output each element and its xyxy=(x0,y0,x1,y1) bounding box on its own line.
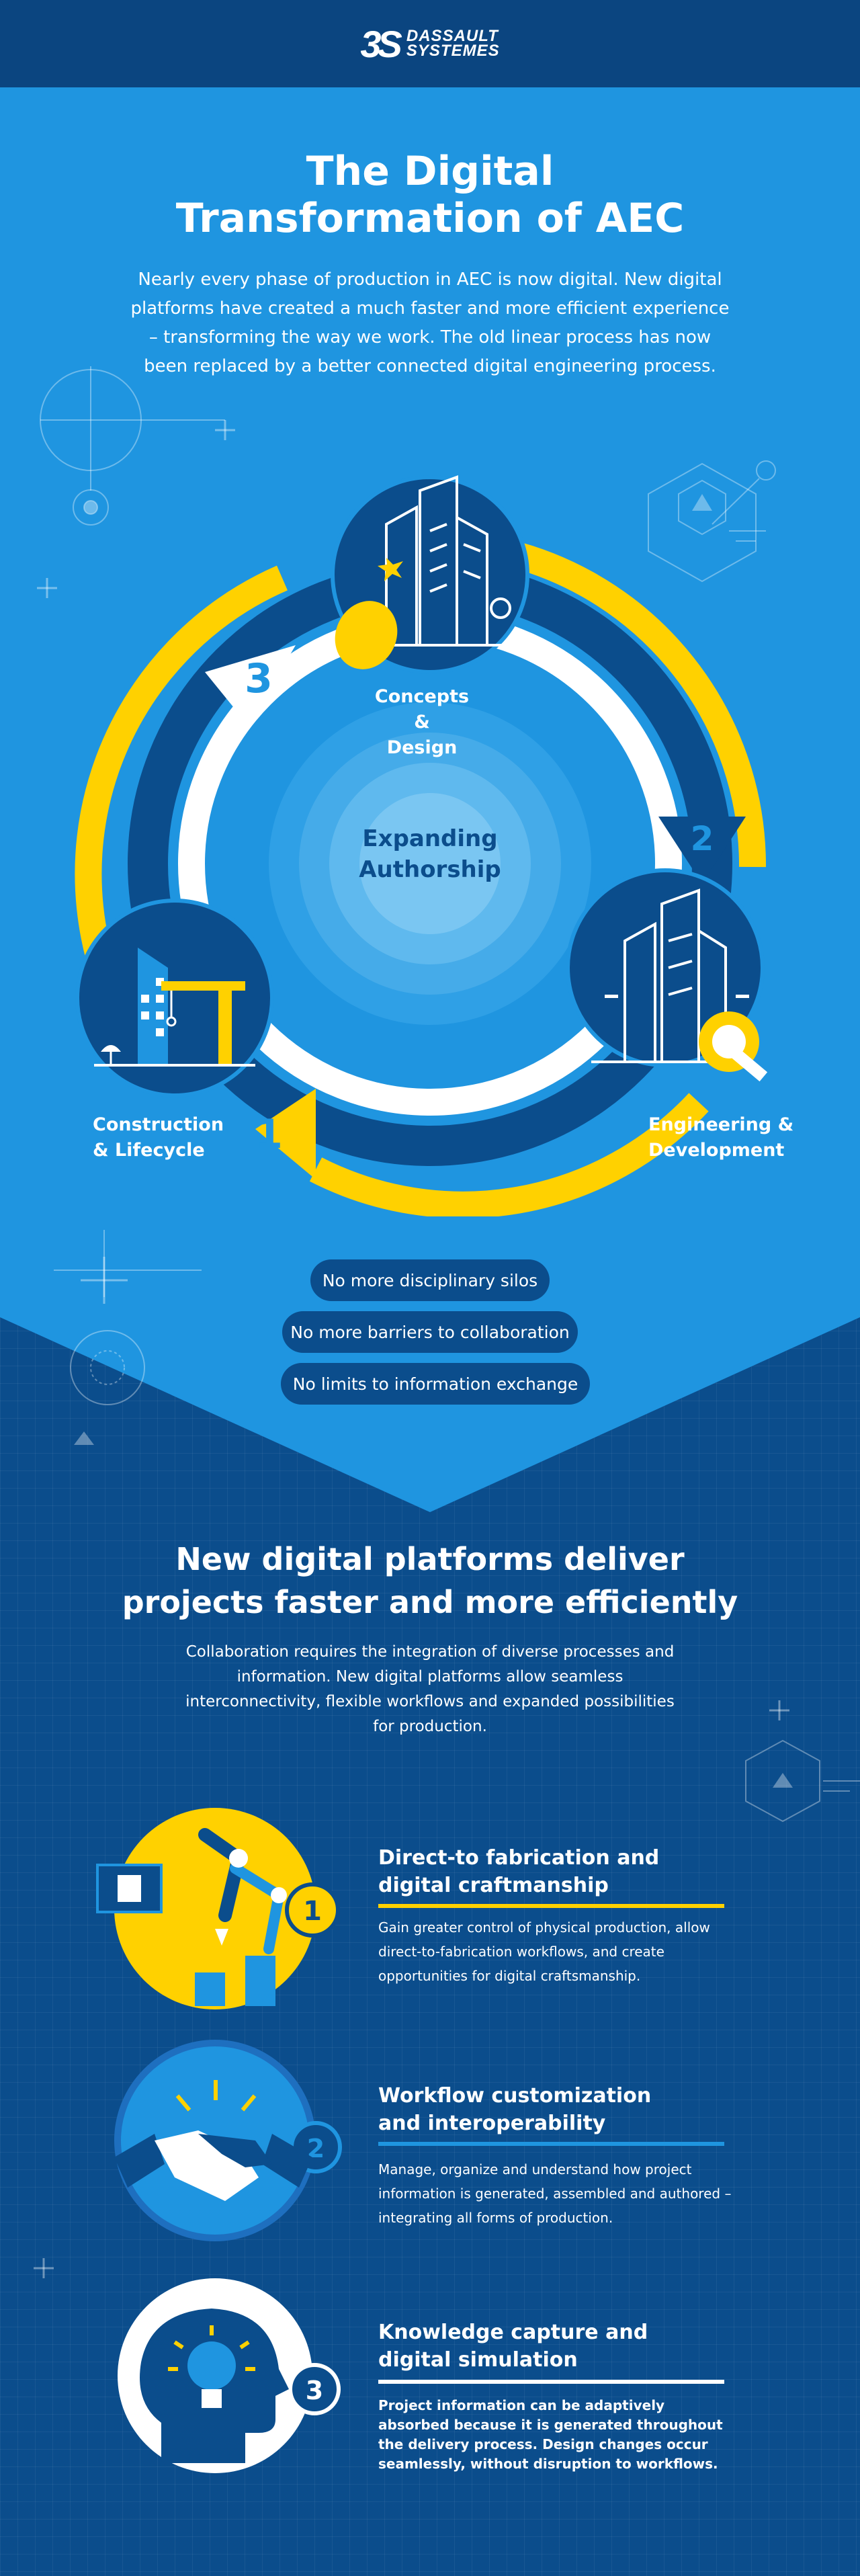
feature-2-rule xyxy=(378,2142,724,2146)
feature-3-title-line2: digital simulation xyxy=(378,2348,578,2372)
brand-name-line1: DASSAULT xyxy=(406,27,499,45)
feature-1-text: Gain greater control of physical product… xyxy=(378,1919,710,1984)
section-title: New digital platforms deliver projects f… xyxy=(0,1538,860,1624)
intro-paragraph: Nearly every phase of production in AEC … xyxy=(130,269,730,376)
feature-1-number: 1 xyxy=(303,1896,322,1927)
brand-mark: 3S xyxy=(360,22,402,65)
stage-2-label-line1: Engineering & xyxy=(648,1114,794,1135)
feature-1-title: Direct-to fabrication and digital craftm… xyxy=(378,1844,659,1899)
feature-3-number: 3 xyxy=(306,2376,323,2405)
stage-2-number: 2 xyxy=(691,819,714,858)
feature-1-title-line2: digital craftmanship xyxy=(378,1874,609,1897)
stage-1-number: 1 xyxy=(255,1111,283,1158)
feature-3-rule xyxy=(378,2380,724,2384)
brand-wordmark: DASSAULT SYSTEMES xyxy=(406,27,500,60)
feature-1-rule xyxy=(378,1904,724,1908)
section-title-line2: projects faster and more efficiently xyxy=(122,1584,738,1620)
page-title-line1: The Digital xyxy=(306,148,554,195)
stage-3-label-line2: Design xyxy=(386,737,458,758)
feature-2-title-line1: Workflow customization xyxy=(378,2084,652,2108)
stage-1-label-line1: Construction xyxy=(93,1114,224,1135)
arrow-3-icon xyxy=(205,645,296,726)
feature-3-title-line1: Knowledge capture and xyxy=(378,2321,648,2344)
section-title-line1: New digital platforms deliver xyxy=(175,1541,685,1577)
feature-2-title: Workflow customization and interoperabil… xyxy=(378,2082,651,2137)
concepts-design-illustration xyxy=(331,475,529,674)
handshake-icon: 2 xyxy=(114,2040,342,2241)
lightbulb-head-icon: 3 xyxy=(118,2278,341,2473)
stage-2-label: Engineering & Development xyxy=(648,1112,803,1163)
arrow-2-icon xyxy=(658,817,746,884)
benefit-pill: No more disciplinary silos xyxy=(310,1259,550,1301)
yellow-ring-top-right xyxy=(481,534,767,868)
center-label: Expanding Authorship xyxy=(296,823,564,885)
center-label-line2: Authorship xyxy=(359,856,501,883)
feature-3-title: Knowledge capture and digital simulation xyxy=(378,2319,648,2374)
stage-1-label-line2: & Lifecycle xyxy=(93,1140,205,1161)
center-label-line1: Expanding xyxy=(362,825,498,852)
stage-2-label-line2: Development xyxy=(648,1140,785,1161)
feature-3-text: Project information can be adaptively ab… xyxy=(378,2397,723,2472)
feature-1-title-line1: Direct-to fabrication and xyxy=(378,1846,660,1870)
arrow-1-icon xyxy=(255,1089,316,1179)
stage-3-label: Concepts & Design xyxy=(368,684,476,761)
construction-lifecycle-illustration xyxy=(75,899,274,1097)
engineering-development-illustration xyxy=(566,868,768,1082)
brand-name-line2: SYSTEMES xyxy=(406,42,500,60)
yellow-ring-bottom xyxy=(309,1093,709,1216)
robot-arm-icon: 1 xyxy=(96,1808,340,2009)
page-title: The Digital Transformation of AEC xyxy=(0,148,860,242)
page-title-line2: Transformation of AEC xyxy=(175,195,685,242)
site-header: 3S DASSAULT SYSTEMES xyxy=(0,0,860,87)
stage-1-label: Construction & Lifecycle xyxy=(93,1112,247,1163)
stage-3-number: 3 xyxy=(245,655,273,702)
feature-2-text: Manage, organize and understand how proj… xyxy=(378,2161,732,2226)
benefit-pill: No limits to information exchange xyxy=(281,1363,590,1405)
brand-logo[interactable]: 3S DASSAULT SYSTEMES xyxy=(360,22,499,66)
process-cycle-diagram: 2 1 3 xyxy=(75,475,768,1216)
stage-3-label-line1: Concepts & xyxy=(374,686,470,733)
feature-2-title-line2: and interoperability xyxy=(378,2112,606,2135)
section-intro: Collaboration requires the integration o… xyxy=(185,1643,675,1735)
benefit-pill: No more barriers to collaboration xyxy=(282,1311,578,1353)
center-glow-inner xyxy=(359,793,501,934)
